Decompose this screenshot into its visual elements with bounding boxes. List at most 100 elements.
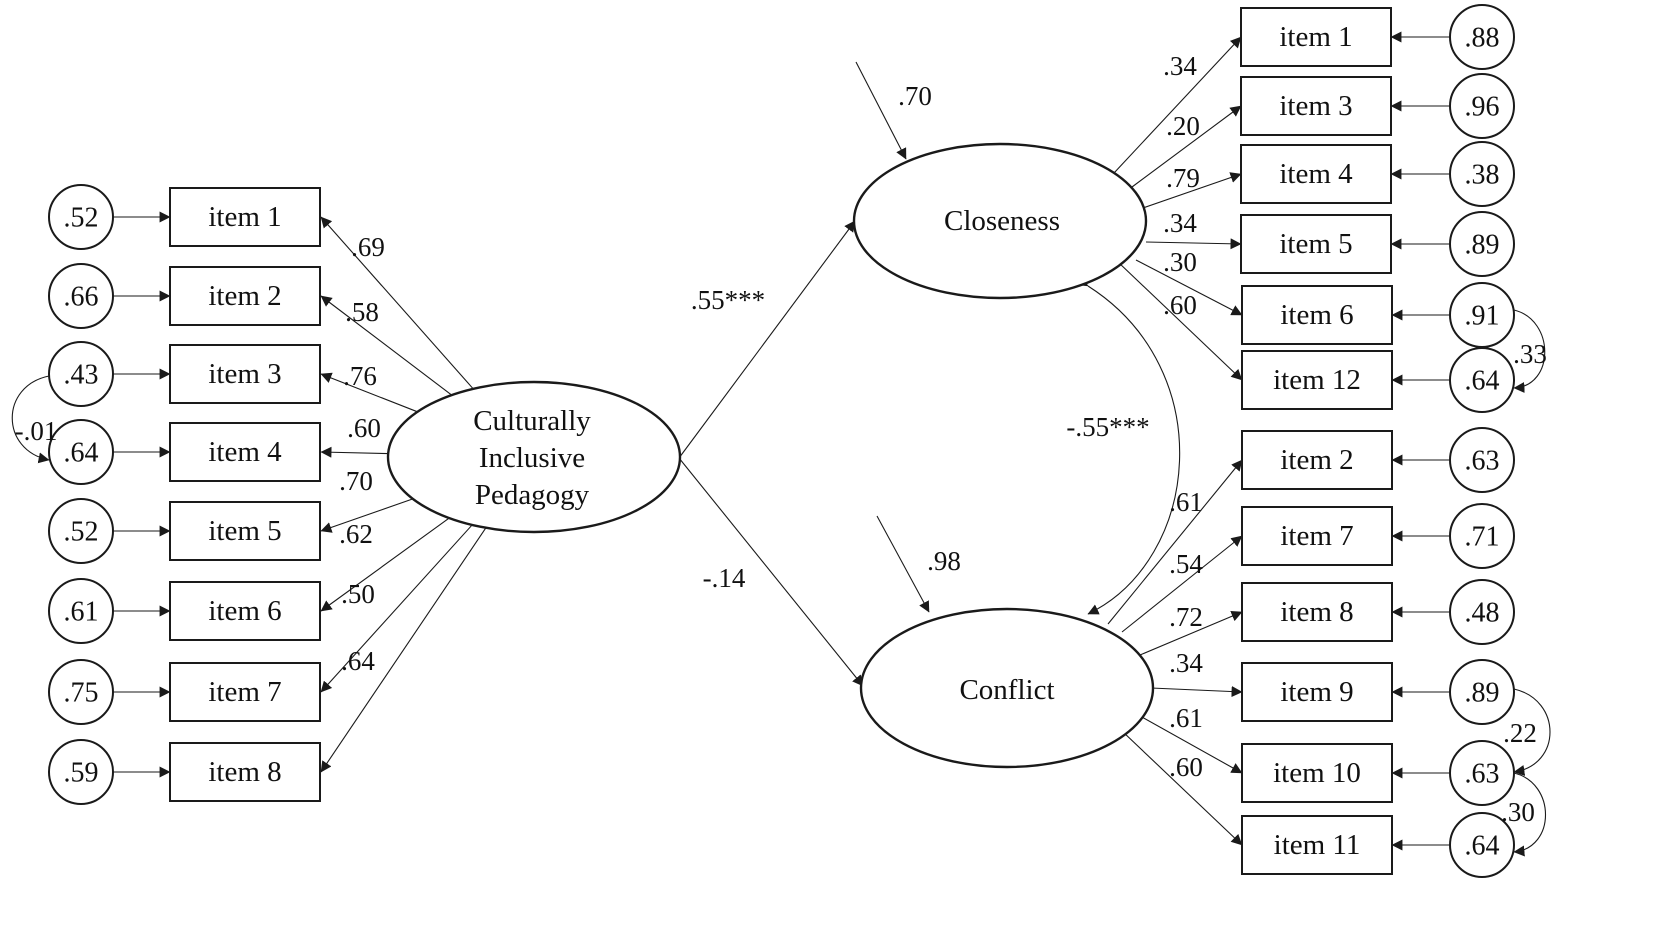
clo-error-circle bbox=[1449, 347, 1515, 413]
latent-pedagogy bbox=[386, 380, 682, 534]
clo-loading-label: .60 bbox=[1163, 290, 1197, 320]
ped-error-label: .61 bbox=[64, 597, 99, 628]
clo-error-label: .96 bbox=[1465, 92, 1500, 123]
con-error-circle bbox=[1449, 503, 1515, 569]
con-error-circle bbox=[1449, 659, 1515, 725]
latent-closeness-label: Closeness bbox=[944, 205, 1060, 237]
nodes-layer bbox=[48, 4, 1515, 878]
clo-item-box bbox=[1240, 144, 1392, 204]
ped-loading-label: .64 bbox=[341, 646, 375, 676]
ped-error-circle bbox=[48, 739, 114, 805]
clo-loading-arrow bbox=[1117, 261, 1243, 381]
ped-loading-arrow bbox=[320, 524, 473, 693]
con-error-label: .89 bbox=[1465, 678, 1500, 709]
clo-error-label: .91 bbox=[1465, 301, 1500, 332]
ped-loading-arrow bbox=[320, 517, 450, 612]
clo-loading-arrow bbox=[1113, 36, 1242, 174]
ped-error-covariance-label: -.01 bbox=[15, 416, 58, 446]
ped-loading-arrow bbox=[320, 498, 414, 533]
ped-error-circle bbox=[48, 263, 114, 329]
con-item-label: item 10 bbox=[1273, 757, 1361, 789]
con-loading-label: .61 bbox=[1169, 703, 1203, 733]
clo-loading-label: .20 bbox=[1166, 111, 1200, 141]
ped-loading-arrow bbox=[320, 295, 453, 396]
ped-loading-label: .76 bbox=[343, 361, 377, 391]
con-item-label: item 7 bbox=[1280, 520, 1353, 552]
con-item-box bbox=[1241, 662, 1393, 722]
ped-item-box bbox=[169, 501, 321, 561]
con-error-circle bbox=[1449, 812, 1515, 878]
latent-conflict-label: Conflict bbox=[959, 674, 1054, 706]
ped-error-circle bbox=[48, 341, 114, 407]
ped-item-box bbox=[169, 742, 321, 802]
con-item-label: item 8 bbox=[1280, 596, 1353, 628]
ped-loading-label: .62 bbox=[339, 519, 373, 549]
clo-error-label: .88 bbox=[1465, 23, 1500, 54]
closeness-conflict-covariance bbox=[1076, 275, 1181, 615]
clo-item-label: item 3 bbox=[1279, 90, 1352, 122]
con-error-covariance-9-10 bbox=[1502, 681, 1551, 776]
clo-error-covariance-label: .33 bbox=[1513, 339, 1547, 369]
clo-item-box bbox=[1241, 350, 1393, 410]
clo-item-box bbox=[1240, 7, 1392, 67]
clo-error-circle bbox=[1449, 211, 1515, 277]
ped-loading-label: .70 bbox=[339, 466, 373, 496]
con-error-label: .63 bbox=[1465, 759, 1500, 790]
ped-item-label: item 5 bbox=[208, 515, 281, 547]
conflict-disturbance-label: .98 bbox=[927, 546, 961, 576]
ped-error-label: .52 bbox=[64, 517, 99, 548]
ped-loading-label: .69 bbox=[351, 232, 385, 262]
ped-item-box bbox=[169, 187, 321, 247]
con-loading-label: .60 bbox=[1169, 752, 1203, 782]
latent-closeness bbox=[852, 142, 1148, 300]
ped-error-covariance bbox=[11, 368, 61, 464]
ped-item-box bbox=[169, 581, 321, 641]
con-error-circle bbox=[1449, 427, 1515, 493]
con-loading-arrow bbox=[1150, 686, 1243, 698]
ped-error-circle bbox=[48, 498, 114, 564]
clo-error-label: .89 bbox=[1465, 230, 1500, 261]
clo-item-label: item 4 bbox=[1279, 158, 1353, 190]
conflict-disturbance-arrow bbox=[876, 515, 930, 613]
closeness-disturbance-arrow bbox=[855, 61, 907, 160]
path-pedagogy-closeness bbox=[678, 220, 856, 459]
con-item-box bbox=[1241, 815, 1393, 875]
ped-loading-arrow bbox=[320, 527, 487, 773]
con-item-label: item 2 bbox=[1280, 444, 1353, 476]
ped-error-label: .64 bbox=[64, 438, 99, 469]
con-loading-arrow bbox=[1121, 535, 1243, 633]
ped-error-label: .52 bbox=[64, 203, 99, 234]
con-item-box bbox=[1241, 430, 1393, 490]
ped-loading-label: .60 bbox=[347, 413, 381, 443]
con-item-label: item 9 bbox=[1280, 676, 1353, 708]
ped-error-label: .59 bbox=[64, 758, 99, 789]
ped-item-box bbox=[169, 422, 321, 482]
ped-item-box bbox=[169, 266, 321, 326]
con-loading-arrow bbox=[1121, 730, 1243, 846]
con-loading-arrow bbox=[1139, 715, 1243, 774]
con-loading-arrow bbox=[1107, 459, 1243, 625]
clo-error-label: .38 bbox=[1465, 160, 1500, 191]
ped-error-circle bbox=[48, 419, 114, 485]
ped-error-circle bbox=[48, 184, 114, 250]
con-error-label: .71 bbox=[1465, 522, 1500, 553]
ped-loading-label: .58 bbox=[345, 297, 379, 327]
clo-loading-label: .34 bbox=[1163, 51, 1197, 81]
ped-error-label: .43 bbox=[64, 360, 99, 391]
closeness-conflict-covariance-label: -.55*** bbox=[1066, 412, 1149, 442]
clo-loading-arrow bbox=[1135, 259, 1243, 316]
clo-item-label: item 1 bbox=[1279, 21, 1352, 53]
ped-item-label: item 2 bbox=[208, 280, 281, 312]
con-loading-label: .54 bbox=[1169, 549, 1203, 579]
ped-item-label: item 3 bbox=[208, 358, 281, 390]
ped-loading-arrow bbox=[320, 216, 474, 390]
path-pedagogy-conflict bbox=[678, 457, 864, 687]
clo-loading-arrow bbox=[1142, 172, 1242, 209]
path-pedagogy-closeness-label: .55*** bbox=[691, 285, 765, 315]
clo-loading-label: .34 bbox=[1163, 208, 1197, 238]
clo-loading-arrow bbox=[1131, 105, 1242, 188]
con-loading-arrow bbox=[1139, 610, 1243, 656]
con-error-circle bbox=[1449, 579, 1515, 645]
labels-layer: CulturallyInclusivePedagogyClosenessConf… bbox=[15, 21, 1547, 862]
